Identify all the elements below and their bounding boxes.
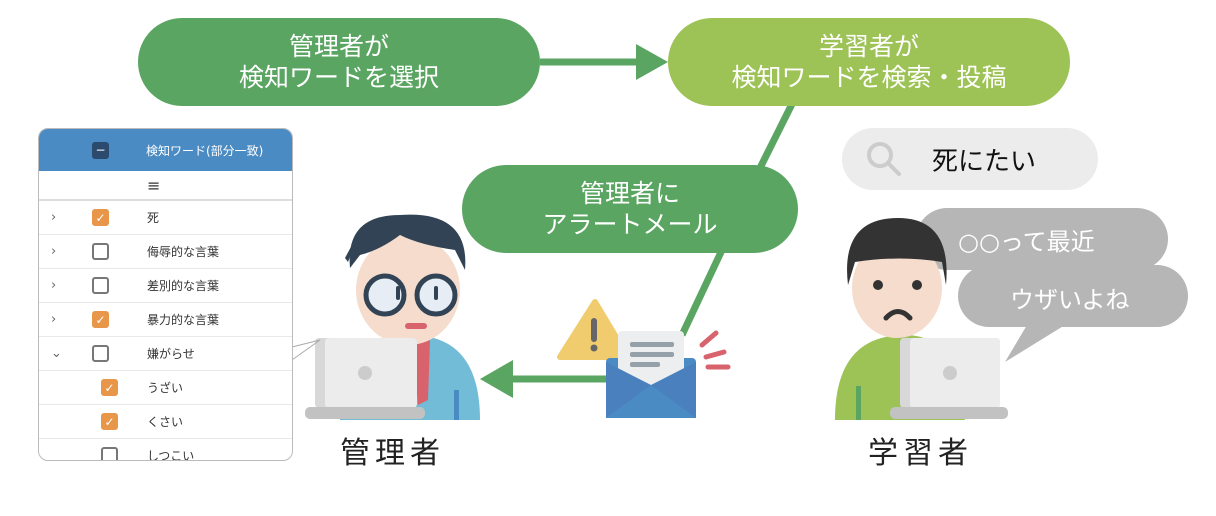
- step-alert-mail: 管理者に アラートメール: [462, 165, 798, 253]
- detection-word-panel: − 検知ワード(部分一致) ≡ › ✓ 死 › 侮辱的な言葉 › 差別的な言葉 › ✓ 暴力的な言…: [38, 128, 293, 461]
- word-row[interactable]: ⌄ 嫌がらせ: [39, 337, 292, 371]
- word-checkbox[interactable]: [92, 345, 109, 362]
- envelope-icon: [606, 330, 731, 418]
- chevron-right-icon[interactable]: ›: [51, 210, 57, 225]
- step-text: 検知ワードを選択: [238, 63, 439, 92]
- filter-row: ≡: [39, 171, 292, 201]
- connector-line: [756, 102, 796, 170]
- word-label: くさい: [147, 415, 184, 429]
- admin-label: 管理者: [340, 436, 445, 471]
- word-checkbox[interactable]: ✓: [101, 379, 118, 396]
- search-icon: [867, 142, 901, 176]
- chevron-right-icon[interactable]: ›: [51, 244, 57, 259]
- filter-icon[interactable]: ≡: [147, 175, 161, 195]
- word-row[interactable]: › 差別的な言葉: [39, 269, 292, 303]
- word-checkbox[interactable]: ✓: [101, 413, 118, 430]
- search-query: 死にたい: [932, 146, 1037, 177]
- search-box[interactable]: 死にたい: [842, 128, 1098, 190]
- word-checkbox[interactable]: ✓: [92, 311, 109, 328]
- warning-icon: [557, 299, 631, 360]
- connector-line: [678, 248, 726, 337]
- step-text: アラートメール: [542, 210, 718, 239]
- panel-pointer: [291, 339, 321, 361]
- arrow-head-left-icon: [480, 360, 513, 398]
- chevron-down-icon[interactable]: ⌄: [51, 346, 62, 361]
- word-row[interactable]: ✓ くさい: [39, 405, 292, 439]
- word-checkbox[interactable]: [101, 447, 118, 460]
- word-label: しつこい: [147, 449, 195, 461]
- word-checkbox[interactable]: [92, 277, 109, 294]
- word-row[interactable]: › ✓ 暴力的な言葉: [39, 303, 292, 337]
- select-all-checkbox[interactable]: −: [92, 141, 109, 159]
- word-label: 死: [147, 211, 160, 225]
- learner-label: 学習者: [868, 436, 973, 471]
- word-row[interactable]: › 侮辱的な言葉: [39, 235, 292, 269]
- word-row[interactable]: ✓ うざい: [39, 371, 292, 405]
- panel-header: − 検知ワード(部分一致): [39, 129, 292, 171]
- word-row[interactable]: しつこい: [39, 439, 292, 461]
- speech-bubble-icon: [916, 208, 1188, 362]
- word-checkbox[interactable]: [92, 243, 109, 260]
- speech-text: ○○って最近: [958, 228, 1095, 256]
- admin-laptop-icon: [305, 338, 425, 419]
- step-text: 管理者が: [288, 32, 389, 61]
- word-label: 侮辱的な言葉: [147, 245, 220, 259]
- speech-text: ウザいよね: [1010, 286, 1130, 314]
- arrow-head-right-icon: [636, 44, 668, 80]
- step-learner-post: 学習者が 検知ワードを検索・投稿: [668, 18, 1070, 106]
- step-admin-select: 管理者が 検知ワードを選択: [138, 18, 540, 106]
- word-label: 暴力的な言葉: [147, 313, 220, 327]
- step-text: 管理者に: [579, 179, 680, 208]
- word-row[interactable]: › ✓ 死: [39, 201, 292, 235]
- learner-laptop-icon: [890, 338, 1008, 419]
- column-header: 検知ワード(部分一致): [146, 143, 264, 158]
- chevron-right-icon[interactable]: ›: [51, 312, 57, 327]
- step-text: 検知ワードを検索・投稿: [731, 63, 1007, 92]
- word-checkbox[interactable]: ✓: [92, 209, 109, 226]
- step-text: 学習者が: [818, 32, 919, 61]
- word-label: 嫌がらせ: [147, 347, 195, 361]
- word-label: うざい: [147, 381, 184, 395]
- word-label: 差別的な言葉: [147, 279, 220, 293]
- chevron-right-icon[interactable]: ›: [51, 278, 57, 293]
